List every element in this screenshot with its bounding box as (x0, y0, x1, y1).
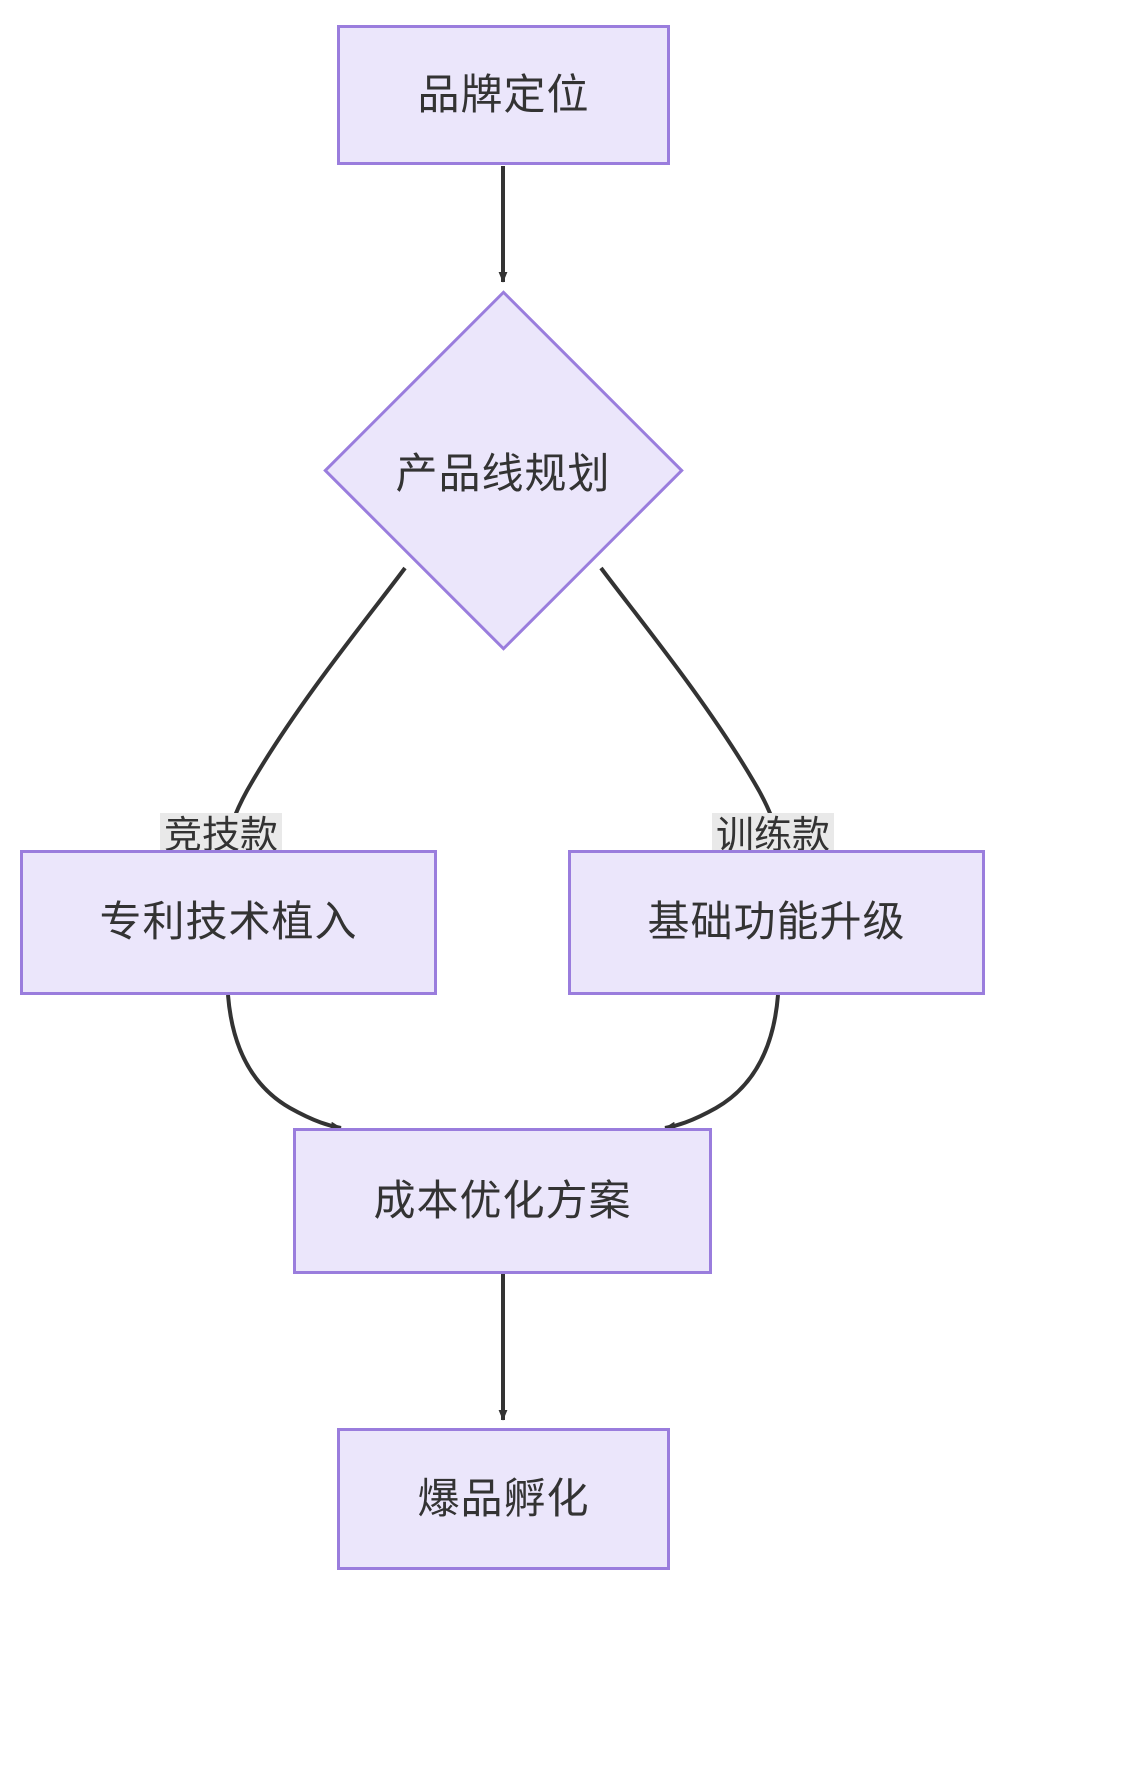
edge-d-to-e (664, 994, 780, 1131)
node-label: 成本优化方案 (373, 1176, 632, 1224)
node-hit-product-incubation[interactable]: 爆品孵化 (337, 1428, 670, 1570)
node-product-line-planning[interactable]: 产品线规划 (322, 289, 684, 651)
node-basic-function-upgrade[interactable]: 基础功能升级 (568, 850, 985, 995)
node-cost-optimization-plan[interactable]: 成本优化方案 (293, 1128, 712, 1274)
node-label: 品牌定位 (417, 70, 590, 118)
edge-c-to-e (226, 994, 342, 1131)
node-brand-positioning[interactable]: 品牌定位 (337, 25, 670, 165)
node-label: 专利技术植入 (99, 898, 358, 946)
node-patent-technology-embedding[interactable]: 专利技术植入 (20, 850, 437, 995)
node-label: 爆品孵化 (417, 1474, 590, 1522)
node-label: 产品线规划 (395, 449, 611, 497)
node-label: 基础功能升级 (647, 898, 906, 946)
